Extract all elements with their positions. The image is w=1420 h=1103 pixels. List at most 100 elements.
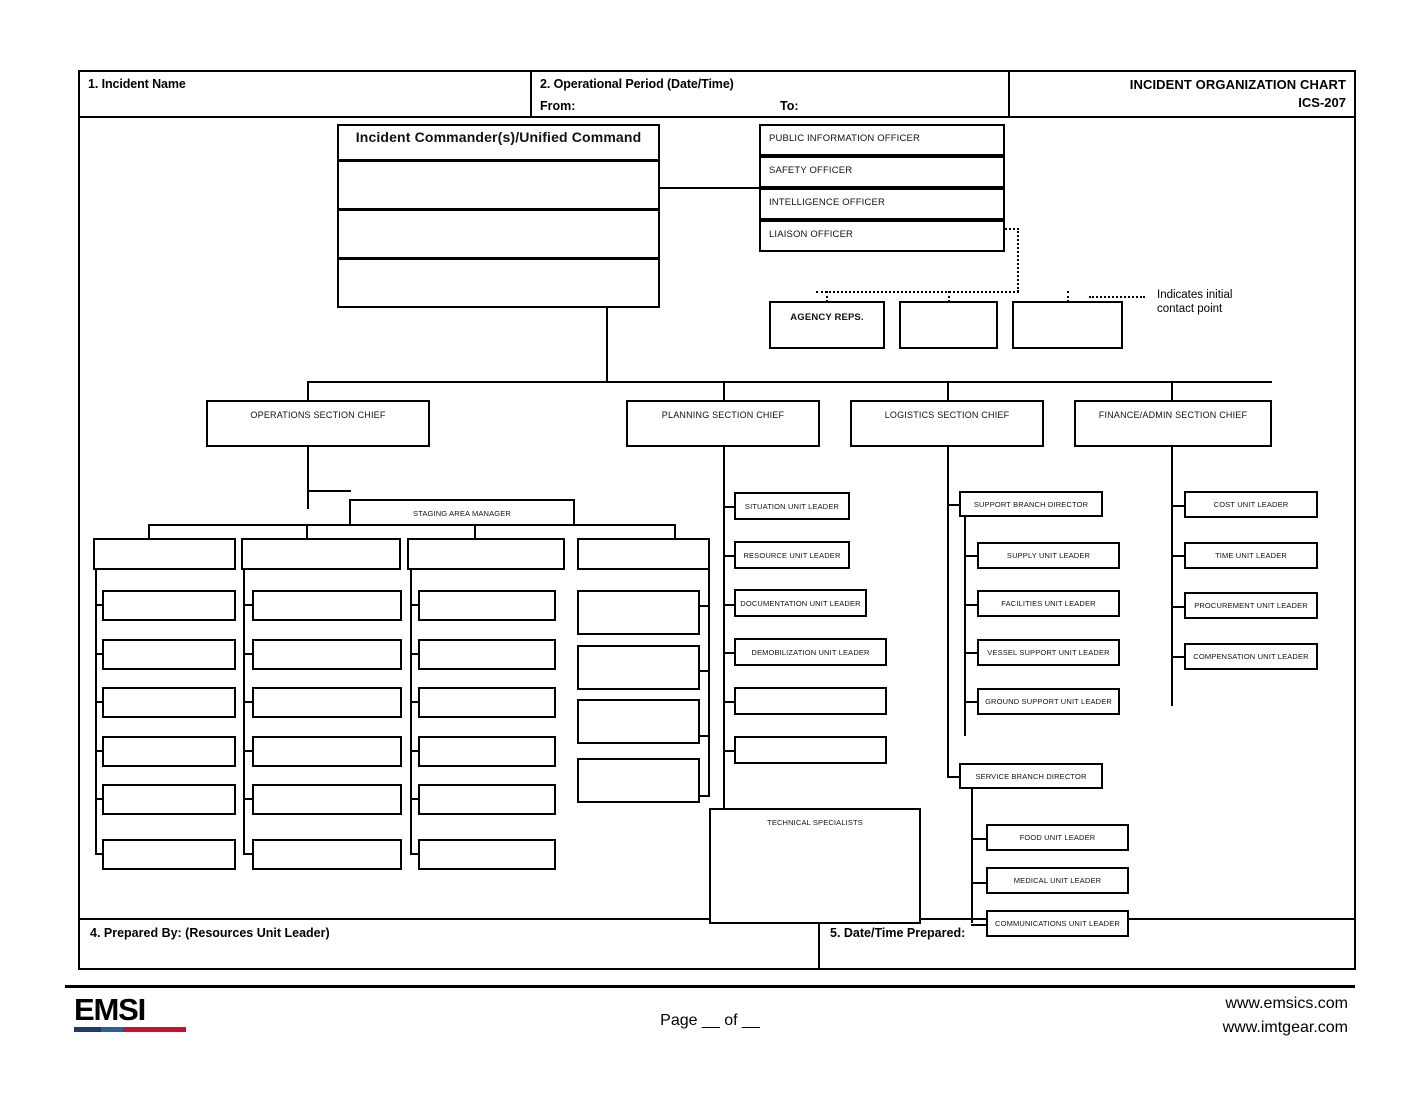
ops-col3-box-5[interactable] bbox=[418, 784, 556, 815]
logistics-support-branch-director[interactable]: SUPPORT BRANCH DIRECTOR bbox=[959, 491, 1103, 517]
form-title: INCIDENT ORGANIZATION CHART bbox=[1129, 77, 1346, 92]
connector-sections-bus bbox=[307, 381, 1272, 383]
ops-col2-box-4[interactable] bbox=[252, 736, 402, 767]
agency-reps-blank-2[interactable] bbox=[1012, 301, 1123, 349]
ops-col1-box-1[interactable] bbox=[102, 590, 236, 621]
ops-col2-box-3[interactable] bbox=[252, 687, 402, 718]
connector-ic-trunk-vertical bbox=[606, 308, 608, 381]
connector-finance-stub-2 bbox=[1171, 555, 1185, 557]
ops-branch-header-3[interactable] bbox=[407, 538, 565, 570]
prepared-by-field[interactable]: 4. Prepared By: (Resources Unit Leader) bbox=[80, 920, 818, 968]
ops-col1-box-4[interactable] bbox=[102, 736, 236, 767]
operations-section-chief-box[interactable]: OPERATIONS SECTION CHIEF bbox=[206, 400, 430, 447]
logistics-section-chief-box[interactable]: LOGISTICS SECTION CHIEF bbox=[850, 400, 1044, 447]
connector-ops-col2-stub-6 bbox=[243, 853, 253, 855]
logistics-vessel-support-unit-leader[interactable]: VESSEL SUPPORT UNIT LEADER bbox=[977, 639, 1120, 666]
communications-unit-leader-label: COMMUNICATIONS UNIT LEADER bbox=[995, 919, 1120, 928]
connector-ops-col1-stub-3 bbox=[95, 701, 103, 703]
food-unit-leader-label: FOOD UNIT LEADER bbox=[1019, 833, 1096, 842]
logistics-supply-unit-leader[interactable]: SUPPLY UNIT LEADER bbox=[977, 542, 1120, 569]
ops-col3-box-3[interactable] bbox=[418, 687, 556, 718]
technical-specialists-box[interactable]: TECHNICAL SPECIALISTS bbox=[709, 808, 921, 924]
support-branch-director-label: SUPPORT BRANCH DIRECTOR bbox=[973, 500, 1089, 509]
planning-demobilization-unit-leader[interactable]: DEMOBILIZATION UNIT LEADER bbox=[734, 638, 887, 666]
situation-unit-leader-label: SITUATION UNIT LEADER bbox=[744, 502, 840, 511]
ops-col4-box-3[interactable] bbox=[577, 699, 700, 744]
agency-reps-box[interactable]: AGENCY REPS. bbox=[769, 301, 885, 349]
planning-blank-unit-2[interactable] bbox=[734, 736, 887, 764]
logistics-service-branch-director[interactable]: SERVICE BRANCH DIRECTOR bbox=[959, 763, 1103, 789]
resource-unit-leader-label: RESOURCE UNIT LEADER bbox=[743, 551, 841, 560]
compensation-unit-leader-label: COMPENSATION UNIT LEADER bbox=[1193, 652, 1309, 661]
connector-ops-col3-spine bbox=[410, 570, 412, 853]
ops-col4-box-1[interactable] bbox=[577, 590, 700, 635]
connector-planning-stub-5 bbox=[723, 701, 735, 703]
planning-section-chief-box[interactable]: PLANNING SECTION CHIEF bbox=[626, 400, 820, 447]
ops-col1-box-6[interactable] bbox=[102, 839, 236, 870]
incident-commander-title: Incident Commander(s)/Unified Command bbox=[355, 129, 642, 145]
agency-reps-blank-1[interactable] bbox=[899, 301, 998, 349]
connector-ops-branch3-drop bbox=[474, 524, 476, 540]
ops-branch-header-1[interactable] bbox=[93, 538, 236, 570]
demobilization-unit-leader-label: DEMOBILIZATION UNIT LEADER bbox=[751, 648, 870, 657]
form-title-block: INCIDENT ORGANIZATION CHART ICS-207 bbox=[1008, 72, 1354, 116]
logistics-food-unit-leader[interactable]: FOOD UNIT LEADER bbox=[986, 824, 1129, 851]
logistics-medical-unit-leader[interactable]: MEDICAL UNIT LEADER bbox=[986, 867, 1129, 894]
website-emsics[interactable]: www.emsics.com bbox=[1225, 995, 1348, 1012]
incident-commander-entry-3[interactable] bbox=[337, 258, 660, 308]
incident-name-field[interactable]: 1. Incident Name bbox=[80, 72, 530, 116]
connector-operations-drop bbox=[307, 381, 309, 400]
connector-service-branch-spine bbox=[971, 789, 973, 923]
footer-rule bbox=[65, 985, 1355, 988]
logistics-facilities-unit-leader[interactable]: FACILITIES UNIT LEADER bbox=[977, 590, 1120, 617]
command-staff-public-information-officer[interactable]: PUBLIC INFORMATION OFFICER bbox=[759, 124, 1005, 156]
finance-time-unit-leader[interactable]: TIME UNIT LEADER bbox=[1184, 542, 1318, 569]
ops-branch-header-4[interactable] bbox=[577, 538, 710, 570]
ops-col2-box-6[interactable] bbox=[252, 839, 402, 870]
planning-documentation-unit-leader[interactable]: DOCUMENTATION UNIT LEADER bbox=[734, 589, 867, 617]
logistics-ground-support-unit-leader[interactable]: GROUND SUPPORT UNIT LEADER bbox=[977, 688, 1120, 715]
planning-situation-unit-leader[interactable]: SITUATION UNIT LEADER bbox=[734, 492, 850, 520]
incident-commander-title-box: Incident Commander(s)/Unified Command bbox=[337, 124, 660, 161]
connector-finance-stub-4 bbox=[1171, 656, 1185, 658]
incident-commander-entry-2[interactable] bbox=[337, 209, 660, 259]
ops-col1-box-2[interactable] bbox=[102, 639, 236, 670]
website-imtgear[interactable]: www.imtgear.com bbox=[1222, 1019, 1348, 1036]
planning-resource-unit-leader[interactable]: RESOURCE UNIT LEADER bbox=[734, 541, 850, 569]
ops-col4-box-2[interactable] bbox=[577, 645, 700, 690]
ops-col3-box-1[interactable] bbox=[418, 590, 556, 621]
finance-cost-unit-leader[interactable]: COST UNIT LEADER bbox=[1184, 491, 1318, 518]
command-staff-intelligence-officer[interactable]: INTELLIGENCE OFFICER bbox=[759, 188, 1005, 220]
finance-compensation-unit-leader[interactable]: COMPENSATION UNIT LEADER bbox=[1184, 643, 1318, 670]
ops-col2-box-1[interactable] bbox=[252, 590, 402, 621]
ops-col3-box-2[interactable] bbox=[418, 639, 556, 670]
connector-support-branch-spine bbox=[964, 517, 966, 736]
ops-col3-box-4[interactable] bbox=[418, 736, 556, 767]
incident-commander-entry-1[interactable] bbox=[337, 160, 660, 210]
connector-service-stub-3 bbox=[971, 924, 987, 926]
ops-col3-box-6[interactable] bbox=[418, 839, 556, 870]
connector-ops-col2-stub-4 bbox=[243, 750, 253, 752]
ops-col1-box-3[interactable] bbox=[102, 687, 236, 718]
finance-procurement-unit-leader[interactable]: PROCUREMENT UNIT LEADER bbox=[1184, 592, 1318, 619]
ops-branch-header-2[interactable] bbox=[241, 538, 401, 570]
date-time-prepared-field[interactable]: 5. Date/Time Prepared: bbox=[818, 920, 1354, 968]
ops-col2-box-5[interactable] bbox=[252, 784, 402, 815]
connector-finance-drop bbox=[1171, 381, 1173, 400]
ops-col2-box-2[interactable] bbox=[252, 639, 402, 670]
finance-admin-section-chief-box[interactable]: FINANCE/ADMIN SECTION CHIEF bbox=[1074, 400, 1272, 447]
logistics-communications-unit-leader[interactable]: COMMUNICATIONS UNIT LEADER bbox=[986, 910, 1129, 937]
connector-ops-col1-stub-1 bbox=[95, 604, 103, 606]
connector-logistics-drop bbox=[947, 381, 949, 400]
staging-area-manager-box[interactable]: STAGING AREA MANAGER bbox=[349, 499, 575, 526]
connector-planning-stub-1 bbox=[723, 506, 735, 508]
connector-finance-stub-1 bbox=[1171, 505, 1185, 507]
ops-col4-box-4[interactable] bbox=[577, 758, 700, 803]
connector-finance-stub-3 bbox=[1171, 606, 1185, 608]
connector-ops-col2-spine bbox=[243, 570, 245, 853]
operational-period-field[interactable]: 2. Operational Period (Date/Time) From: … bbox=[530, 72, 1008, 116]
command-staff-safety-officer[interactable]: SAFETY OFFICER bbox=[759, 156, 1005, 188]
ops-col1-box-5[interactable] bbox=[102, 784, 236, 815]
command-staff-liaison-officer[interactable]: LIAISON OFFICER bbox=[759, 220, 1005, 252]
planning-blank-unit-1[interactable] bbox=[734, 687, 887, 715]
